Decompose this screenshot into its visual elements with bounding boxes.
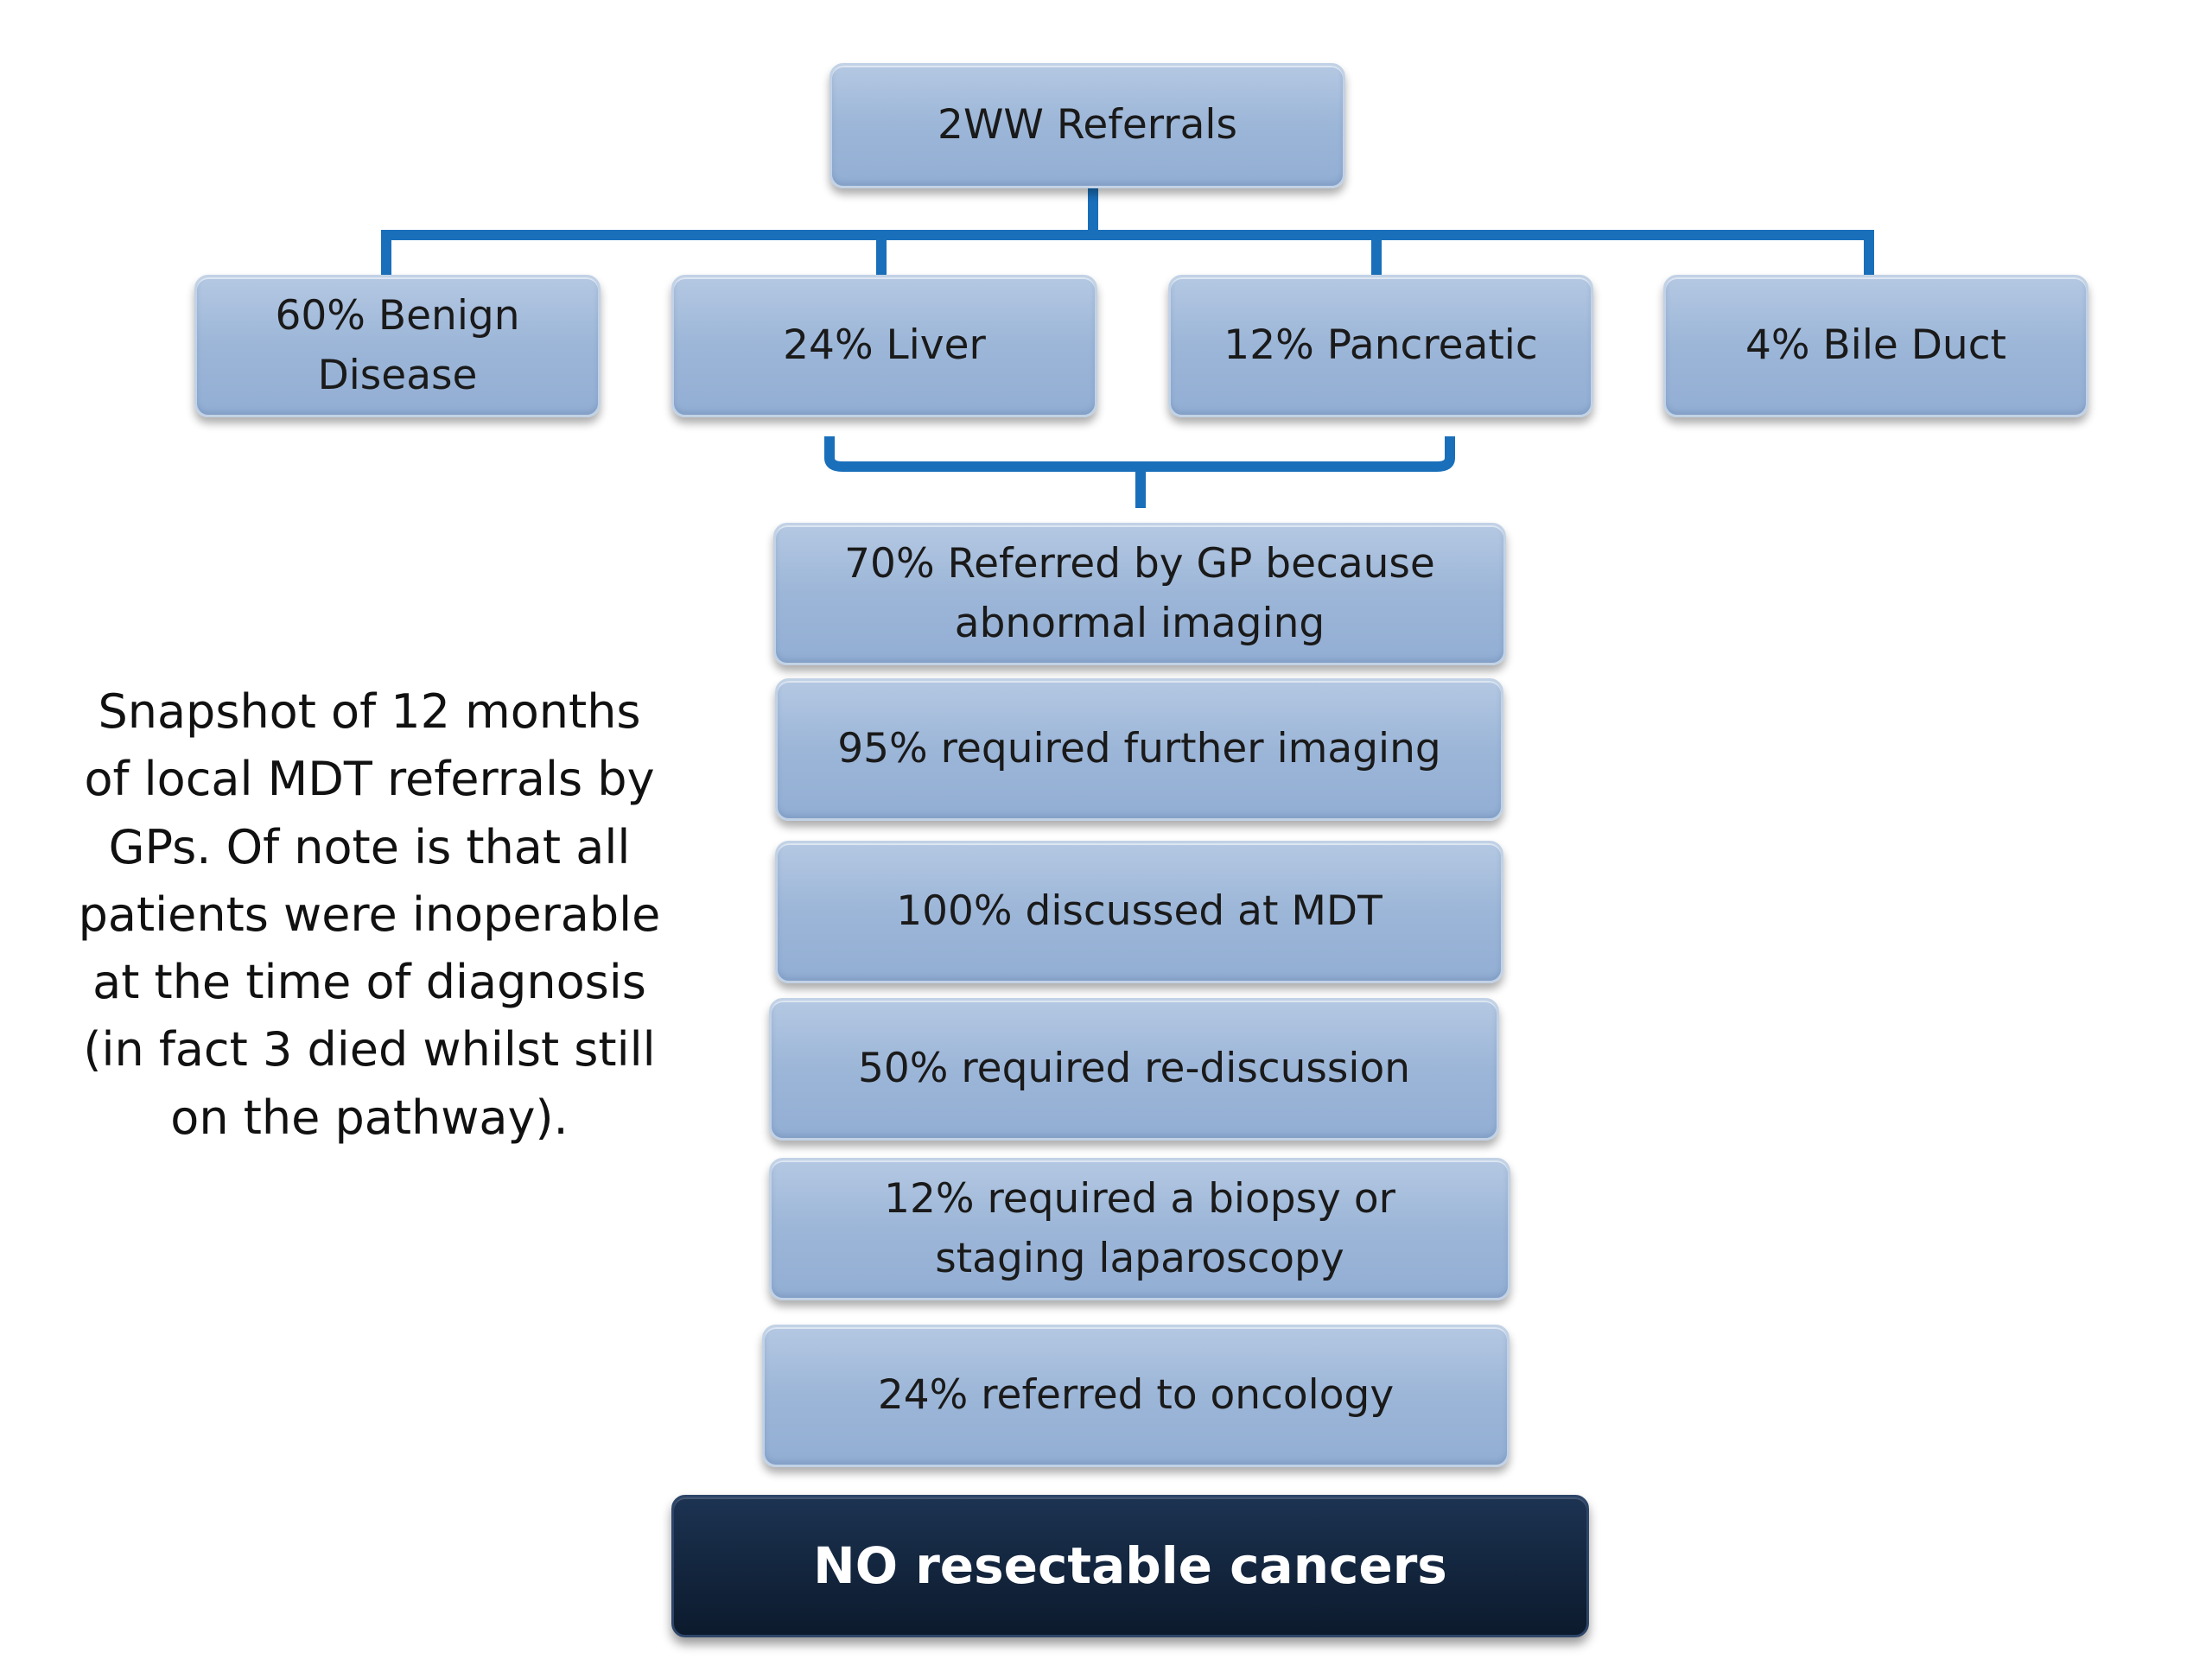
node-label: 100% discussed at MDT bbox=[896, 887, 1382, 936]
node-label: 24% Liver bbox=[783, 321, 986, 370]
node-label: 50% required re-discussion bbox=[857, 1045, 1411, 1093]
pathway-step-re-discussion: 50% required re-discussion bbox=[769, 998, 1499, 1141]
pathway-step-oncology: 24% referred to oncology bbox=[762, 1325, 1510, 1467]
node-label: 4% Bile Duct bbox=[1745, 321, 2006, 370]
category-node-pancreatic: 12% Pancreatic bbox=[1168, 275, 1593, 417]
outcome-node-no-resectable-cancers: NO resectable cancers bbox=[671, 1495, 1589, 1637]
node-label: 70% Referred by GP because abnormal imag… bbox=[844, 540, 1435, 647]
outcome-label: NO resectable cancers bbox=[813, 1536, 1447, 1596]
node-label: 95% required further imaging bbox=[837, 725, 1441, 773]
node-label: 2WW Referrals bbox=[938, 101, 1237, 149]
node-label: 24% referred to oncology bbox=[877, 1371, 1395, 1420]
pathway-step-biopsy: 12% required a biopsy or staging laparos… bbox=[769, 1158, 1510, 1300]
category-node-bile-duct: 4% Bile Duct bbox=[1663, 275, 2088, 417]
category-node-benign: 60% Benign Disease bbox=[194, 275, 601, 417]
bracket-line bbox=[824, 436, 1455, 472]
pathway-step-discussed-at-mdt: 100% discussed at MDT bbox=[775, 841, 1503, 983]
pathway-step-referred-by-gp: 70% Referred by GP because abnormal imag… bbox=[773, 523, 1506, 665]
node-label: 12% Pancreatic bbox=[1224, 321, 1538, 370]
node-label: 12% required a biopsy or staging laparos… bbox=[884, 1175, 1395, 1282]
category-node-liver: 24% Liver bbox=[671, 275, 1097, 417]
top-node-2ww-referrals: 2WW Referrals bbox=[830, 63, 1345, 188]
pathway-step-further-imaging: 95% required further imaging bbox=[775, 678, 1503, 821]
side-note: Snapshot of 12 months of local MDT refer… bbox=[78, 684, 661, 1145]
node-label: 60% Benign Disease bbox=[275, 292, 520, 399]
